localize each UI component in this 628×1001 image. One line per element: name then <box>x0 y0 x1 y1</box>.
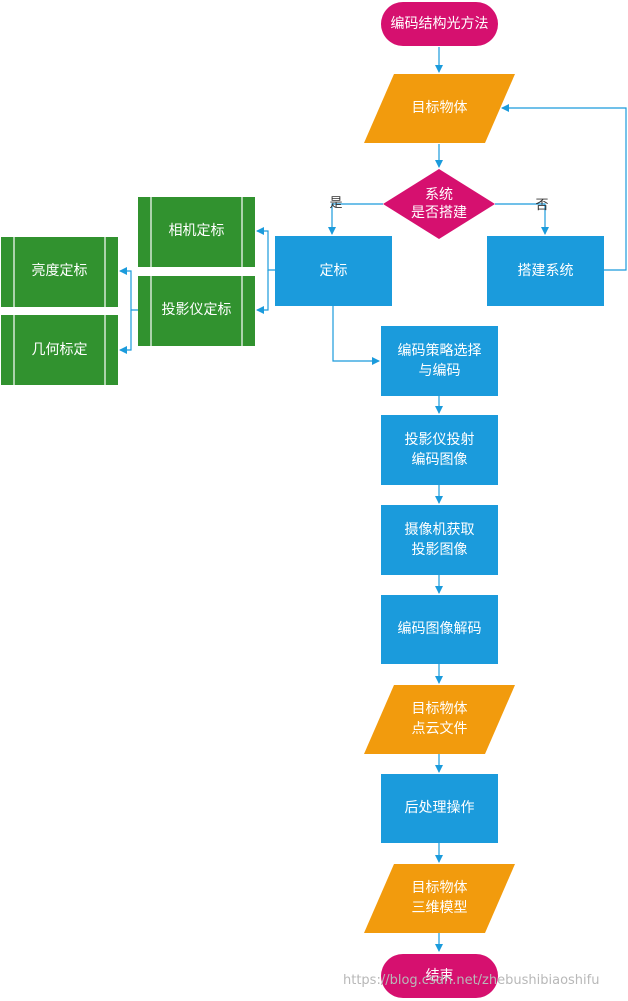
model-label-line2: 三维模型 <box>412 900 468 916</box>
edge-projcal-geom <box>119 310 132 354</box>
edge-calib-camcal <box>256 227 275 271</box>
decision-label-line1: 系统 <box>425 187 453 203</box>
geom-subprocess: 几何标定 <box>1 315 118 385</box>
edge-calib-projcal <box>256 270 269 314</box>
cloud-io-shape <box>364 685 515 754</box>
post-label: 后处理操作 <box>405 800 475 816</box>
geom-label: 几何标定 <box>32 342 88 358</box>
project-label-line1: 投影仪投射 <box>405 432 475 448</box>
model-io-shape <box>364 864 515 933</box>
project-label-line2: 编码图像 <box>412 452 468 468</box>
build-label: 搭建系统 <box>518 263 574 279</box>
post-process <box>381 774 498 843</box>
project-process <box>381 415 498 485</box>
encode-process <box>381 326 498 396</box>
projcal-subprocess: 投影仪定标 <box>138 276 255 346</box>
edge-calib-encode <box>332 306 380 365</box>
build-process <box>487 236 604 306</box>
end-label: 结束 <box>426 968 454 984</box>
object-label: 目标物体 <box>412 100 468 116</box>
edge-label-no: 否 <box>535 198 548 213</box>
edges <box>119 47 627 952</box>
cloud-label-line2: 点云文件 <box>412 721 468 737</box>
edge-build-object <box>501 104 627 271</box>
calib-process <box>275 236 392 306</box>
encode-label-line1: 编码策略选择 <box>398 342 482 359</box>
decode-label: 编码图像解码 <box>398 621 482 637</box>
projcal-label: 投影仪定标 <box>162 302 232 318</box>
capture-process <box>381 505 498 575</box>
cloud-label-line1: 目标物体 <box>412 701 468 717</box>
decode-process <box>381 595 498 664</box>
edge-decision-build <box>495 203 549 235</box>
bright-label: 亮度定标 <box>32 262 88 279</box>
calib-label: 定标 <box>320 263 348 279</box>
capture-label-line2: 投影图像 <box>412 542 468 558</box>
capture-label-line1: 摄像机获取 <box>405 522 475 538</box>
edge-projcal-bright <box>119 267 138 311</box>
decision-diamond <box>383 169 495 239</box>
encode-label-line2: 与编码 <box>419 363 461 379</box>
start-label: 编码结构光方法 <box>391 16 489 32</box>
camcal-label: 相机定标 <box>169 223 225 239</box>
camcal-subprocess: 相机定标 <box>138 197 255 267</box>
edge-label-yes: 是 <box>329 196 342 211</box>
end-terminator <box>381 954 498 998</box>
start-terminator <box>381 2 498 46</box>
decision-label-line2: 是否搭建 <box>411 205 467 221</box>
bright-subprocess: 亮度定标 <box>1 237 118 307</box>
watermark-url: https://blog.csdn.net/zhebushibiaoshifu <box>343 973 600 988</box>
object-io-shape <box>364 74 515 143</box>
model-label-line1: 目标物体 <box>412 880 468 896</box>
edge-decision-calib <box>328 203 383 235</box>
